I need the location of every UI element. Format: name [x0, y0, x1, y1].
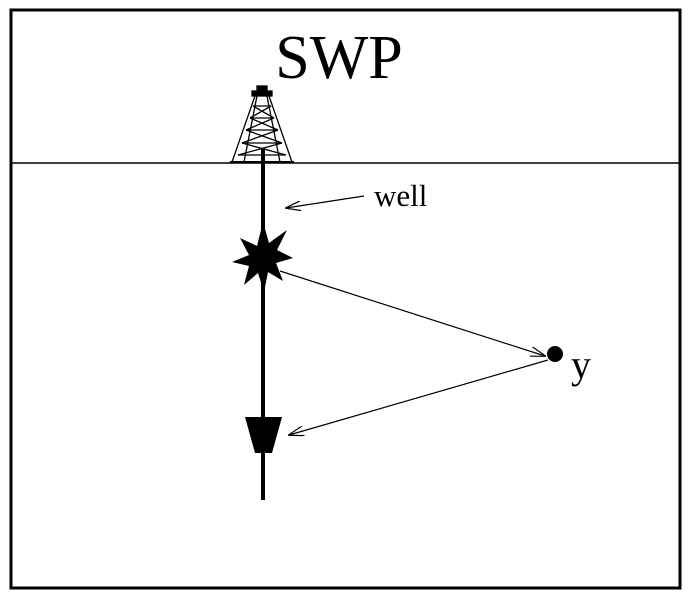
- well-label: well: [374, 178, 427, 213]
- point-label: y: [571, 342, 591, 387]
- diagram-frame: [9, 8, 682, 590]
- scatter-point: [547, 346, 563, 362]
- ray-path-incident: [279, 270, 545, 356]
- ray-path-scattered: [289, 359, 549, 435]
- receiver-icon: [245, 417, 282, 453]
- well-pointer-arrow: [286, 195, 365, 208]
- seismic-source-icon: [232, 222, 293, 292]
- diagram-title: SWP: [275, 24, 402, 92]
